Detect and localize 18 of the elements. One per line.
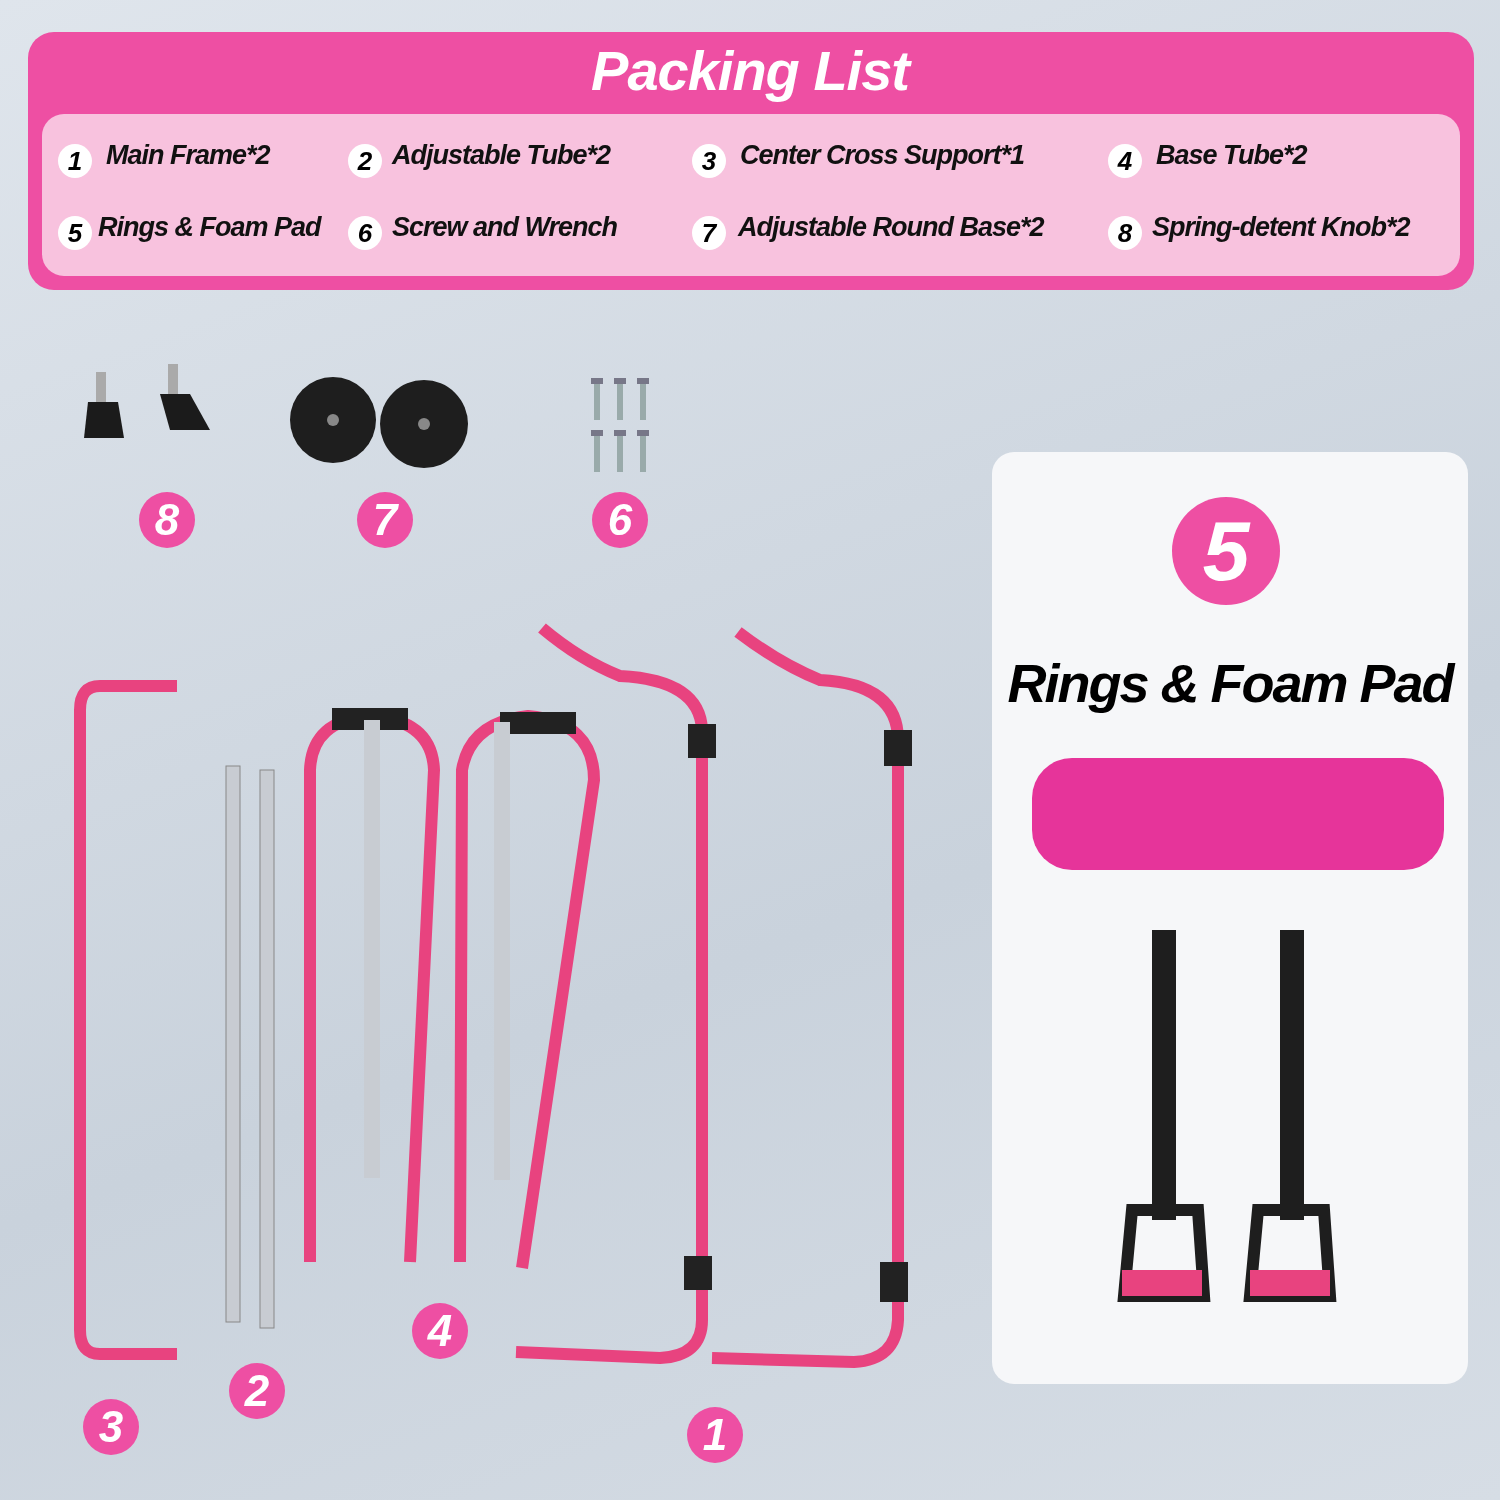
callout-number: 6 <box>592 492 648 548</box>
item-name: Spring-detent Knob*2 <box>1152 212 1410 243</box>
item-name: Main Frame*2 <box>106 140 270 171</box>
card-heading: Rings & Foam Pad <box>1006 652 1456 714</box>
item-name: Center Cross Support*1 <box>740 140 1025 171</box>
item-name: Adjustable Round Base*2 <box>738 212 1044 243</box>
item-name: Rings & Foam Pad <box>98 212 321 243</box>
title: Packing List <box>0 38 1500 103</box>
item-name: Adjustable Tube*2 <box>392 140 611 171</box>
callout-number: 5 <box>1172 497 1280 605</box>
item-name: Screw and Wrench <box>392 212 618 243</box>
callout-number: 3 <box>83 1399 139 1455</box>
callout-number: 8 <box>139 492 195 548</box>
callout-number: 1 <box>687 1407 743 1463</box>
callout-number: 4 <box>412 1303 468 1359</box>
callout-number: 7 <box>357 492 413 548</box>
callout-number: 2 <box>229 1363 285 1419</box>
item-name: Base Tube*2 <box>1156 140 1307 171</box>
